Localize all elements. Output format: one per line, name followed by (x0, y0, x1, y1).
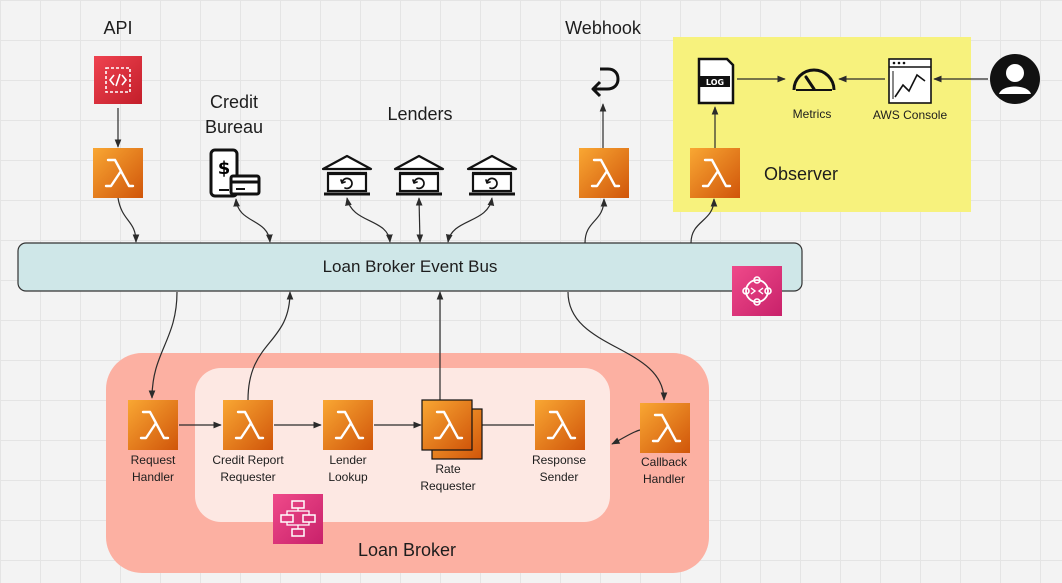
request-handler-label-1: Request (131, 453, 176, 467)
webhook-lambda-icon[interactable] (577, 146, 631, 200)
aws-console-icon[interactable] (888, 58, 932, 104)
observer-label: Observer (764, 164, 838, 184)
svg-text:LOG: LOG (706, 78, 724, 87)
credit-report-requester-label-2: Requester (220, 470, 275, 484)
callback-handler-label-2: Handler (643, 472, 685, 486)
metrics-label: Metrics (793, 107, 832, 121)
webhook-return-icon[interactable] (591, 67, 620, 98)
api-lambda-icon[interactable] (91, 146, 145, 200)
webhook-label: Webhook (565, 18, 642, 38)
response-sender-lambda-icon[interactable] (533, 398, 587, 452)
lenders-label: Lenders (387, 104, 452, 124)
api-label: API (103, 18, 132, 38)
loan-broker-label: Loan Broker (358, 540, 456, 560)
svg-text:$: $ (218, 158, 231, 179)
connectors (114, 75, 988, 445)
credit-bureau-icon[interactable]: $ (209, 148, 261, 198)
callback-handler-lambda-icon[interactable] (638, 401, 692, 455)
response-sender-label-1: Response (532, 453, 586, 467)
step-function-container (195, 368, 610, 522)
rate-requester-label-1: Rate (435, 462, 461, 476)
lender-lookup-label-2: Lookup (328, 470, 368, 484)
credit-report-requester-lambda-icon[interactable] (221, 398, 275, 452)
observer-lambda-icon[interactable] (688, 146, 742, 200)
lender-bank-icon-1[interactable] (321, 154, 373, 196)
lender-bank-icon-3[interactable] (466, 154, 518, 196)
request-handler-label-2: Handler (132, 470, 174, 484)
request-handler-lambda-icon[interactable] (126, 398, 180, 452)
log-icon[interactable]: LOG (697, 57, 735, 105)
credit-bureau-label-line1: Credit (210, 92, 258, 112)
eventbridge-icon[interactable] (732, 266, 782, 316)
api-gateway-icon[interactable] (94, 56, 142, 104)
callback-handler-label-1: Callback (641, 455, 688, 469)
credit-bureau-label-line2: Bureau (205, 117, 263, 137)
rate-requester-lambda-stack-icon[interactable] (421, 399, 483, 460)
lender-bank-icon-2[interactable] (393, 154, 445, 196)
aws-console-label: AWS Console (873, 108, 948, 122)
rate-requester-label-2: Requester (420, 479, 475, 493)
response-sender-label-2: Sender (540, 470, 579, 484)
event-bus-label: Loan Broker Event Bus (323, 257, 498, 276)
lender-lookup-label-1: Lender (329, 453, 366, 467)
step-functions-icon[interactable] (273, 494, 323, 544)
lender-lookup-lambda-icon[interactable] (321, 398, 375, 452)
credit-report-requester-label-1: Credit Report (212, 453, 284, 467)
user-icon[interactable] (990, 54, 1040, 104)
metrics-gauge-icon[interactable] (792, 68, 836, 91)
event-bus[interactable] (17, 242, 803, 292)
